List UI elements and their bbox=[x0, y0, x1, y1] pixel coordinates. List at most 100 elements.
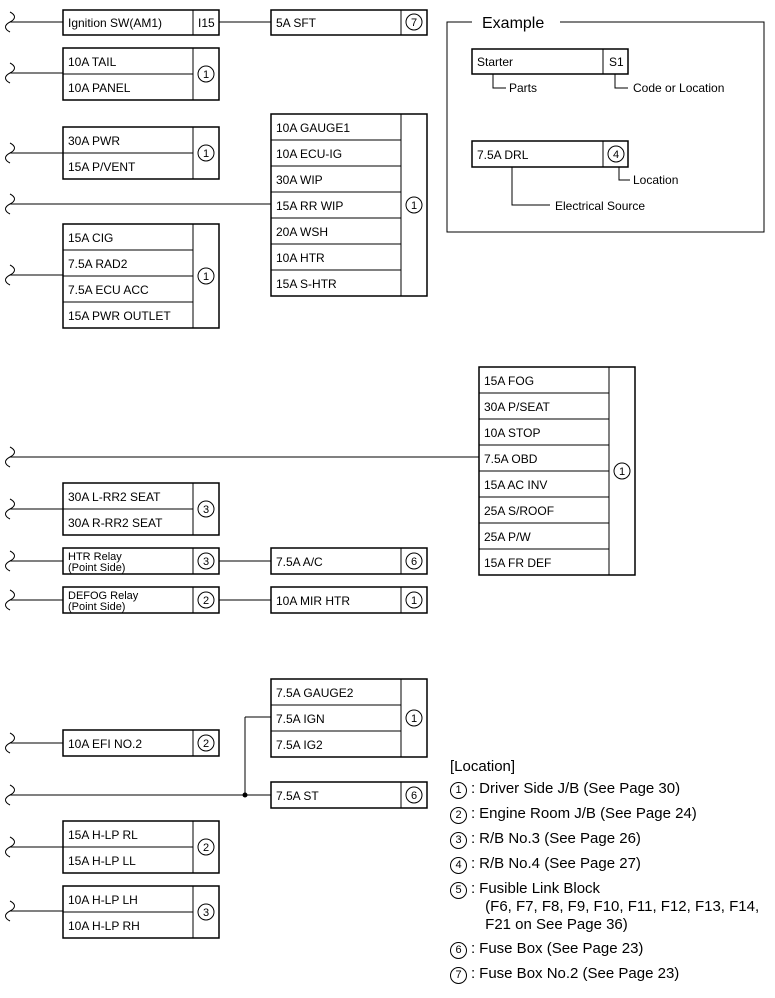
example-parts-label: Starter bbox=[477, 55, 513, 69]
fuse-label: 10A H-LP LH bbox=[68, 893, 138, 907]
relay-label: DEFOG Relay bbox=[68, 590, 139, 602]
location-text: R/B No.4 (See Page 27) bbox=[479, 855, 641, 872]
wire-efi-no2 bbox=[5, 732, 63, 754]
fuse-label: 25A S/ROOF bbox=[484, 504, 554, 518]
location-number: 7 bbox=[411, 17, 417, 29]
dest-mir-htr: 10A MIR HTR 1 bbox=[270, 586, 428, 614]
location-item: 1 : Driver Side J/B (See Page 30) bbox=[450, 780, 770, 799]
relay-sub-label: (Point Side) bbox=[68, 601, 125, 613]
source-cig-block: 15A CIG 7.5A RAD2 7.5A ECU ACC 15A PWR O… bbox=[62, 223, 220, 329]
dest-gauge2-block: 7.5A GAUGE2 7.5A IGN 7.5A IG2 1 bbox=[270, 678, 428, 758]
wire-defog-relay bbox=[5, 589, 271, 611]
wire-pwr bbox=[5, 142, 63, 164]
fuse-label: 10A H-LP RH bbox=[68, 919, 140, 933]
location-item: 6 : Fuse Box (See Page 23) bbox=[450, 940, 770, 959]
fuse-label: 15A FOG bbox=[484, 374, 534, 388]
fuse-label: 15A AC INV bbox=[484, 478, 547, 492]
location-number: 1 bbox=[411, 200, 417, 212]
example-source-caption: Electrical Source bbox=[555, 199, 645, 213]
location-number: 3 bbox=[203, 907, 209, 919]
fuse-label: 5A SFT bbox=[276, 16, 317, 30]
example-parts-caption: Parts bbox=[509, 81, 537, 95]
fuse-label: 7.5A IG2 bbox=[276, 738, 323, 752]
location-number: 1 bbox=[203, 271, 209, 283]
example-source-label: 7.5A DRL bbox=[477, 148, 529, 162]
fuse-label: 7.5A OBD bbox=[484, 452, 538, 466]
location-text: Engine Room J/B (See Page 24) bbox=[479, 805, 697, 822]
location-number: 1 bbox=[203, 69, 209, 81]
fuse-label: 15A RR WIP bbox=[276, 199, 343, 213]
location-item: 3 : R/B No.3 (See Page 26) bbox=[450, 830, 770, 849]
location-number: 4 bbox=[613, 149, 619, 161]
wire-gauge1 bbox=[5, 193, 271, 215]
wire-hlp-lh bbox=[5, 900, 63, 922]
fuse-label: 30A P/SEAT bbox=[484, 400, 550, 414]
wire-fog bbox=[5, 446, 479, 468]
dest-gauge1-block: 10A GAUGE1 10A ECU-IG 30A WIP 15A RR WIP… bbox=[270, 113, 428, 297]
fuse-label: 30A R-RR2 SEAT bbox=[68, 516, 163, 530]
location-number: 4 bbox=[450, 857, 467, 874]
fuse-label: 10A PANEL bbox=[68, 81, 131, 95]
location-text: R/B No.3 (See Page 26) bbox=[479, 830, 641, 847]
fuse-label: 15A CIG bbox=[68, 231, 113, 245]
fuse-label: 30A WIP bbox=[276, 173, 323, 187]
wire-cig bbox=[5, 264, 63, 286]
location-number: 1 bbox=[411, 595, 417, 607]
location-number: 1 bbox=[203, 148, 209, 160]
location-number: 6 bbox=[450, 942, 467, 959]
location-item: 2 : Engine Room J/B (See Page 24) bbox=[450, 805, 770, 824]
fuse-label: 15A S-HTR bbox=[276, 277, 337, 291]
source-efi-no2: 10A EFI NO.2 2 bbox=[62, 729, 220, 757]
example-title: Example bbox=[482, 15, 544, 32]
fuse-label: 15A H-LP RL bbox=[68, 828, 138, 842]
fuse-label: 10A EFI NO.2 bbox=[68, 737, 142, 751]
source-ignition-sw: Ignition SW(AM1) I15 bbox=[62, 9, 220, 36]
example-code-caption: Code or Location bbox=[633, 81, 724, 95]
location-legend: [Location] 1 : Driver Side J/B (See Page… bbox=[450, 758, 770, 990]
location-number: 1 bbox=[619, 466, 625, 478]
location-number: 1 bbox=[411, 713, 417, 725]
location-number: 3 bbox=[450, 832, 467, 849]
example-legend: Example Starter S1 Parts Code or Locatio… bbox=[446, 15, 765, 233]
fuse-label: 15A PWR OUTLET bbox=[68, 309, 171, 323]
fuse-label: 15A H-LP LL bbox=[68, 854, 136, 868]
fuse-label: 15A P/VENT bbox=[68, 160, 136, 174]
fuse-label: 20A WSH bbox=[276, 225, 328, 239]
source-htr-relay: HTR Relay (Point Side) 3 bbox=[62, 547, 220, 575]
fuse-label: 10A TAIL bbox=[68, 55, 117, 69]
wire-rr2-seat bbox=[5, 498, 63, 520]
dest-fog-block: 15A FOG 30A P/SEAT 10A STOP 7.5A OBD 15A… bbox=[478, 366, 636, 576]
location-item: 5 : Fusible Link Block (F6, F7, F8, F9, … bbox=[450, 880, 770, 934]
location-text: Fuse Box No.2 (See Page 23) bbox=[479, 965, 680, 982]
fuse-label: 7.5A ST bbox=[276, 789, 319, 803]
location-number: 2 bbox=[203, 842, 209, 854]
location-number: 2 bbox=[450, 807, 467, 824]
example-location-caption: Location bbox=[633, 173, 678, 187]
location-text: Driver Side J/B (See Page 30) bbox=[479, 780, 681, 797]
fuse-label: 10A GAUGE1 bbox=[276, 121, 350, 135]
wire-ignition bbox=[5, 11, 271, 33]
location-number: 2 bbox=[203, 595, 209, 607]
location-detail: (F6, F7, F8, F9, F10, F11, F12, F13, F14… bbox=[485, 898, 760, 933]
relay-sub-label: (Point Side) bbox=[68, 562, 125, 574]
location-text: Fuse Box (See Page 23) bbox=[479, 940, 644, 957]
fuse-label: 7.5A RAD2 bbox=[68, 257, 128, 271]
location-number: 3 bbox=[203, 556, 209, 568]
dest-5a-sft: 5A SFT 7 bbox=[270, 9, 428, 36]
location-number: 6 bbox=[411, 556, 417, 568]
fuse-label: 25A P/W bbox=[484, 530, 531, 544]
example-code-label: S1 bbox=[609, 55, 624, 69]
source-label: Ignition SW(AM1) bbox=[68, 16, 162, 30]
location-text: Fusible Link Block bbox=[479, 880, 601, 897]
location-number: 7 bbox=[450, 967, 467, 984]
location-number: 3 bbox=[203, 504, 209, 516]
source-code: I15 bbox=[198, 16, 215, 30]
wire-hlp-rl bbox=[5, 836, 63, 858]
location-number: 1 bbox=[450, 782, 467, 799]
source-pwr-pvent: 30A PWR 15A P/VENT 1 bbox=[62, 126, 220, 180]
fuse-label: 7.5A GAUGE2 bbox=[276, 686, 354, 700]
location-item: 4 : R/B No.4 (See Page 27) bbox=[450, 855, 770, 874]
wire-st bbox=[5, 716, 271, 806]
source-hlp-rl-ll: 15A H-LP RL 15A H-LP LL 2 bbox=[62, 820, 220, 874]
